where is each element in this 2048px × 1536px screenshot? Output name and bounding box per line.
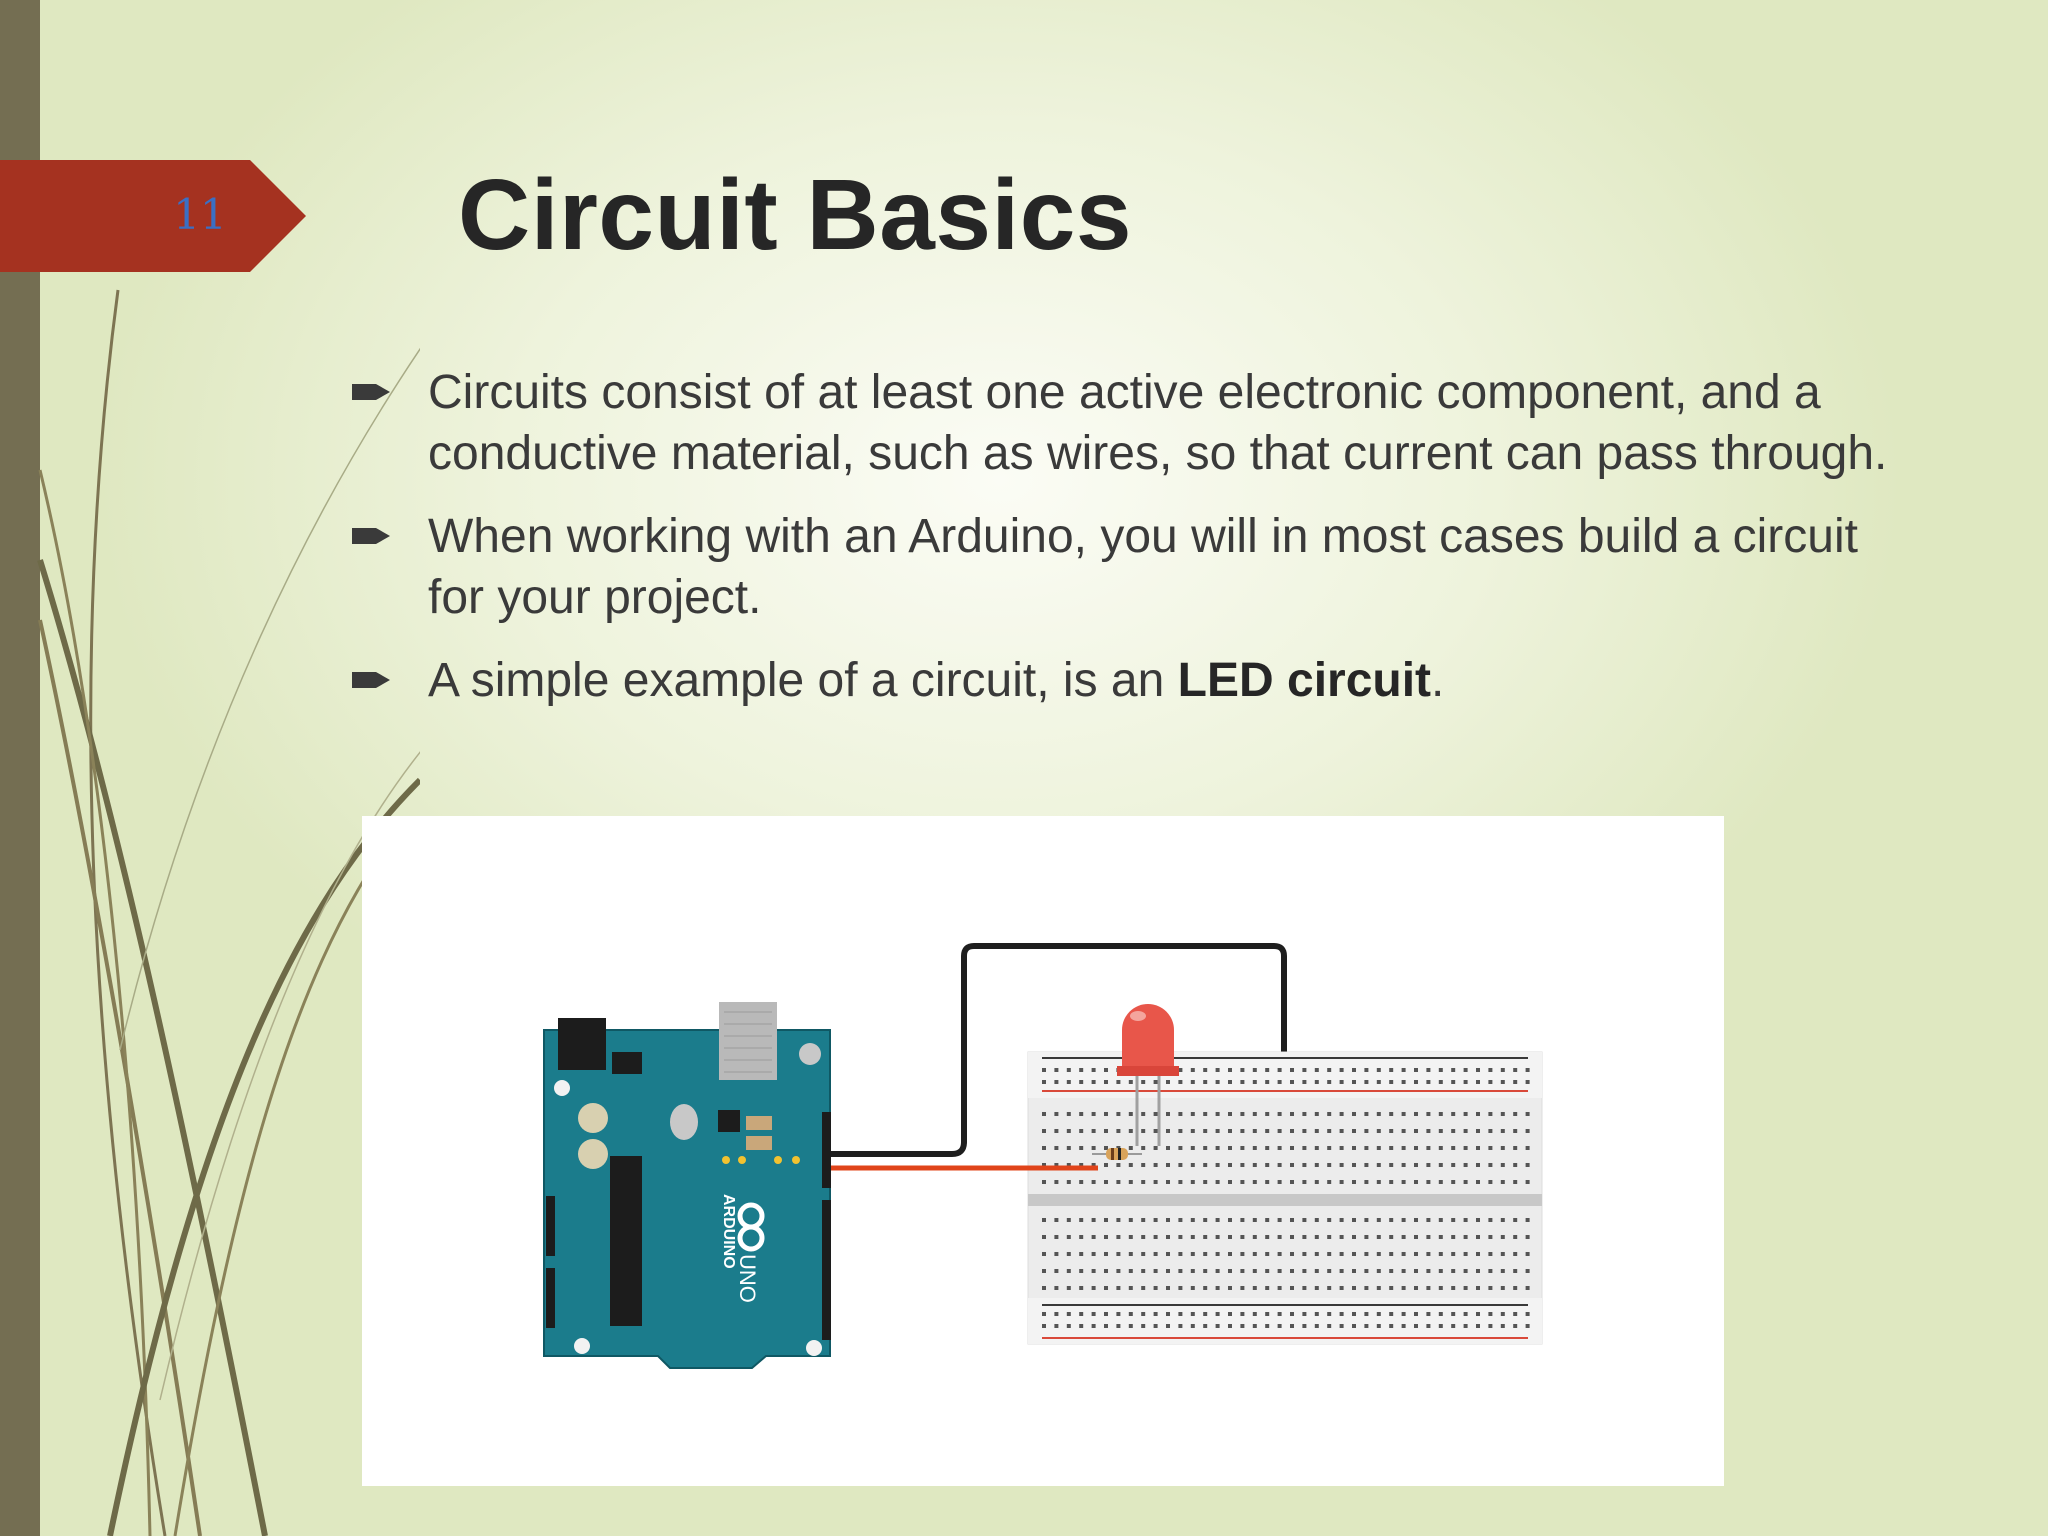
breadboard (1027, 1051, 1543, 1345)
arduino-uno-board: ARDUINO UNO (543, 1002, 831, 1369)
bullet-text-tail: . (1431, 654, 1445, 707)
bullet-item: Circuits consist of at least one active … (352, 362, 1892, 484)
bullet-text: Circuits consist of at least one active … (428, 366, 1888, 480)
bullet-list: Circuits consist of at least one active … (352, 362, 1892, 733)
slide-number: 11 (173, 190, 227, 239)
board-label-uno: UNO (735, 1254, 760, 1303)
arrow-bullet-icon (352, 384, 390, 400)
led-circuit-figure: ARDUINO UNO (362, 816, 1724, 1486)
arrow-bullet-icon (352, 672, 390, 688)
breadboard-holes (1042, 1068, 1530, 1328)
bullet-text-bold: LED circuit (1177, 654, 1432, 707)
board-label-arduino: ARDUINO (720, 1194, 737, 1269)
bullet-item: When working with an Arduino, you will i… (352, 506, 1892, 628)
bullet-text-lead: A simple example of a circuit, is an (428, 654, 1178, 707)
slide-title: Circuit Basics (458, 159, 1132, 271)
resistor (1092, 1148, 1142, 1160)
decorative-grass-strokes (37, 289, 420, 1536)
bullet-text: When working with an Arduino, you will i… (428, 510, 1858, 624)
red-led (1117, 1004, 1179, 1146)
slide-number-tab (0, 160, 306, 272)
bullet-text: A simple example of a circuit, is an LED… (428, 650, 1892, 711)
arrow-bullet-icon (352, 528, 390, 544)
bullet-item: A simple example of a circuit, is an LED… (352, 650, 1892, 711)
circuit-illustration: ARDUINO UNO (543, 943, 1543, 1369)
